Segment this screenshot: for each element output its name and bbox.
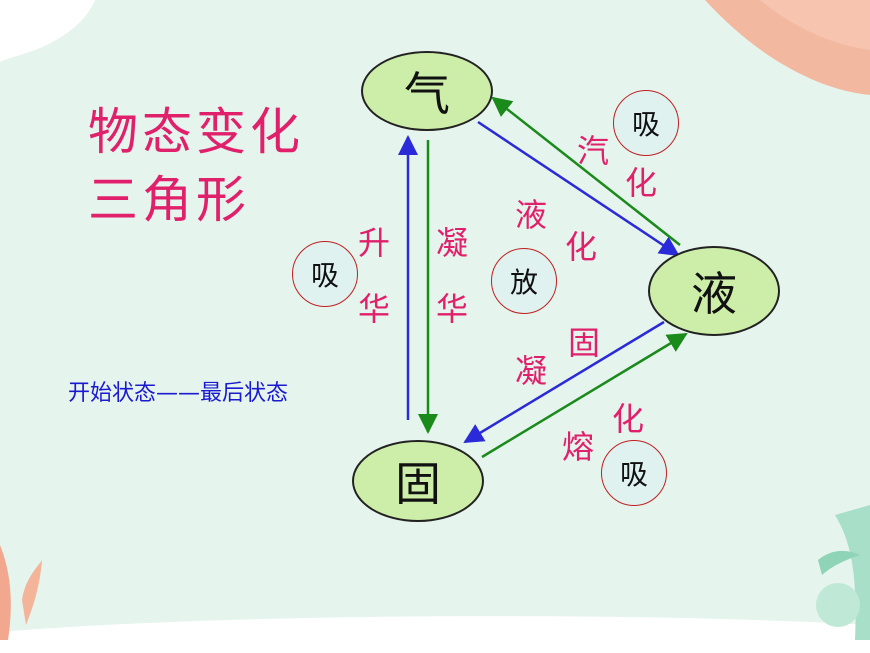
- badge-absorb-vaporization: 吸: [613, 90, 679, 156]
- node-solid: 固: [352, 440, 484, 522]
- label-sublimation-2: 华: [358, 290, 391, 328]
- label-melting-1: 化: [612, 400, 645, 438]
- label-deposition-1: 凝: [436, 224, 469, 262]
- label-sublimation-1: 升: [358, 224, 391, 262]
- title-line-1: 物态变化: [88, 103, 304, 161]
- node-liquid: 液: [648, 246, 780, 336]
- badge-release-deposition: 放: [491, 248, 557, 314]
- label-melting-2: 熔: [562, 428, 595, 466]
- badge-absorb-sublimation: 吸: [292, 241, 358, 307]
- arrow-liquefaction: [477, 120, 680, 257]
- label-vaporization-1: 汽: [577, 132, 610, 170]
- label-liquefaction-2: 化: [565, 228, 598, 266]
- label-liquefaction-1: 液: [515, 196, 548, 234]
- direction-note: 开始状态——最后状态: [68, 381, 289, 406]
- arrow-solidification: [463, 320, 665, 444]
- arrow-vaporization: [491, 96, 681, 246]
- badge-absorb-melting: 吸: [601, 440, 667, 506]
- label-solidification-1: 固: [568, 324, 601, 362]
- title-line-2: 三角形: [88, 171, 250, 229]
- label-solidification-2: 凝: [515, 352, 548, 390]
- arrow-melting: [481, 332, 688, 459]
- node-gas: 气: [361, 51, 493, 131]
- label-deposition-2: 华: [436, 290, 469, 328]
- label-vaporization-2: 化: [625, 164, 658, 202]
